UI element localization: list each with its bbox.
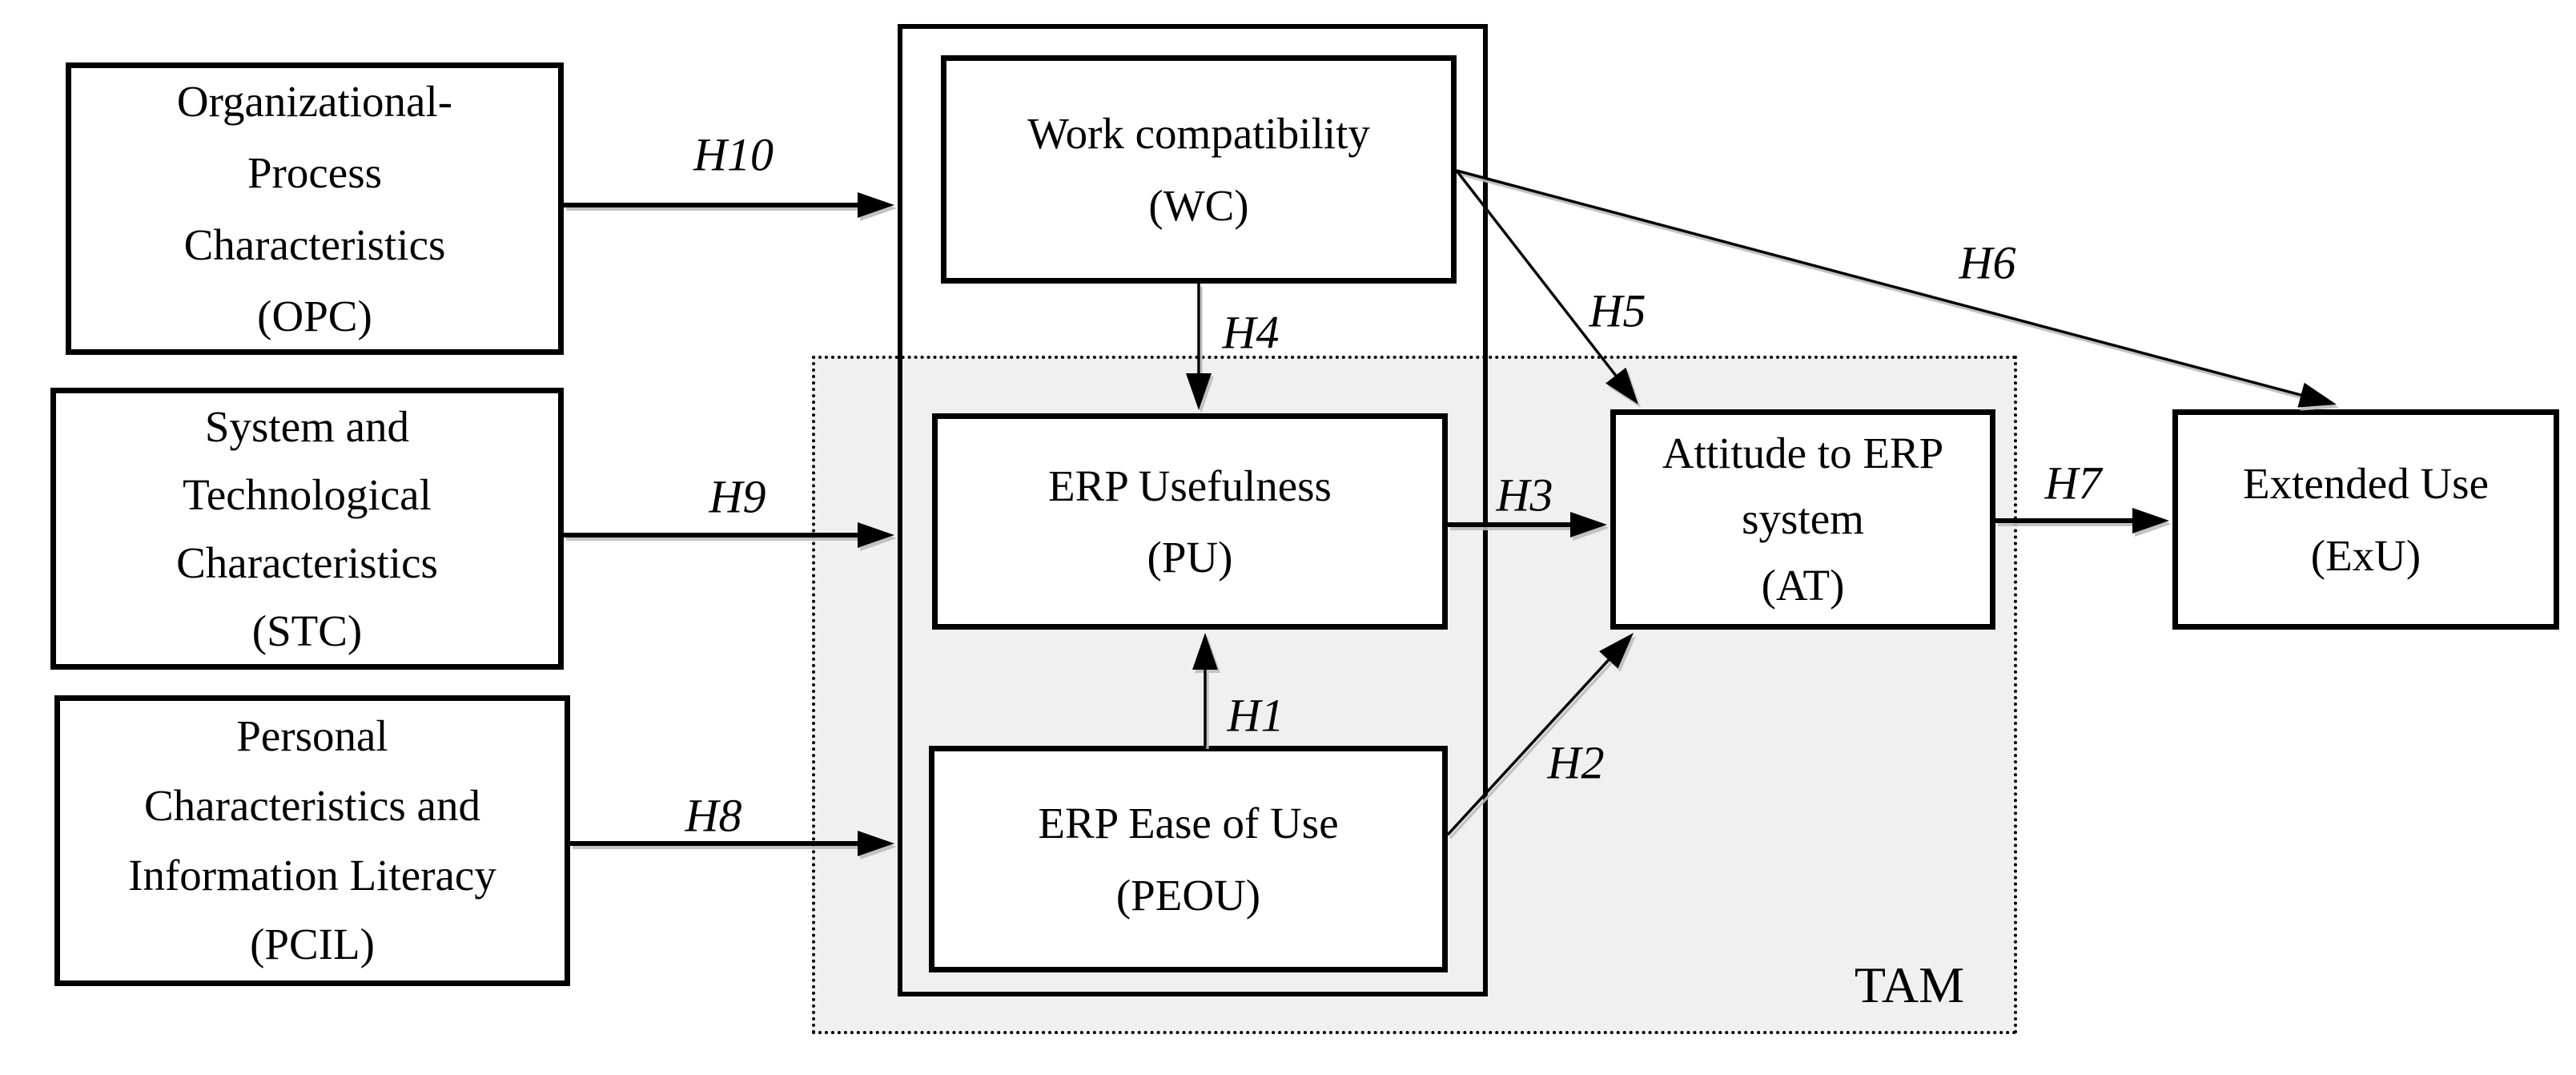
hypothesis-label-h5: H5 <box>1589 284 1646 337</box>
node-work-compatibility: Work compatibility (WC) <box>941 55 1457 284</box>
node-organizational-process-characteristics: Organizational- Process Characteristics … <box>66 62 564 355</box>
hypothesis-label-h3: H3 <box>1496 469 1553 521</box>
h10-arrow-head <box>858 192 894 218</box>
wc-pu-peou-container-box <box>898 24 1488 996</box>
node-extended-use: Extended Use (ExU) <box>2172 409 2559 630</box>
hypothesis-label-h9: H9 <box>709 470 766 523</box>
hypothesis-label-h8: H8 <box>685 789 742 842</box>
hypothesis-label-h6: H6 <box>1959 236 2016 289</box>
hypothesis-label-h4: H4 <box>1222 306 1280 359</box>
node-personal-characteristics-information-literacy: Personal Characteristics and Information… <box>54 695 570 986</box>
node-erp-ease-of-use: ERP Ease of Use (PEOU) <box>929 746 1448 972</box>
hypothesis-label-h1: H1 <box>1227 689 1284 742</box>
node-erp-usefulness: ERP Usefulness (PU) <box>932 413 1448 630</box>
node-attitude-to-erp-system: Attitude to ERP system (AT) <box>1610 409 1995 630</box>
tam-region-label: TAM <box>1854 956 1964 1013</box>
h6-arrow-head <box>2297 382 2337 408</box>
hypothesis-label-h2: H2 <box>1547 736 1605 789</box>
node-system-technological-characteristics: System and Technological Characteristics… <box>50 388 564 670</box>
h7-arrow-head <box>2132 508 2169 533</box>
hypothesis-label-h7: H7 <box>2044 457 2102 509</box>
hypothesis-label-h10: H10 <box>693 128 774 181</box>
